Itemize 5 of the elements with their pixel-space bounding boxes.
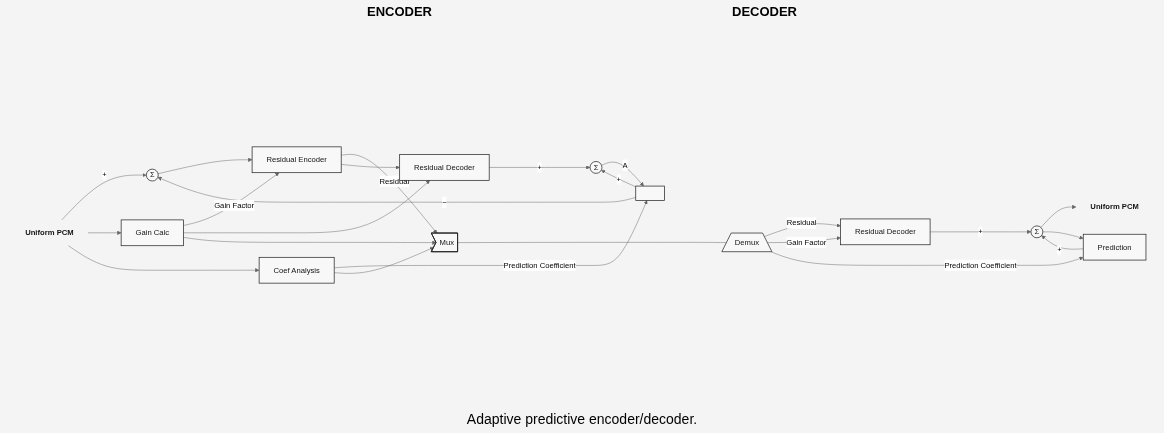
connector xyxy=(457,242,727,243)
node-box xyxy=(635,185,665,201)
caption: Adaptive predictive encoder/decoder. xyxy=(466,411,698,427)
section-heading: DECODER xyxy=(732,4,797,19)
section-heading: ENCODER xyxy=(367,4,432,19)
